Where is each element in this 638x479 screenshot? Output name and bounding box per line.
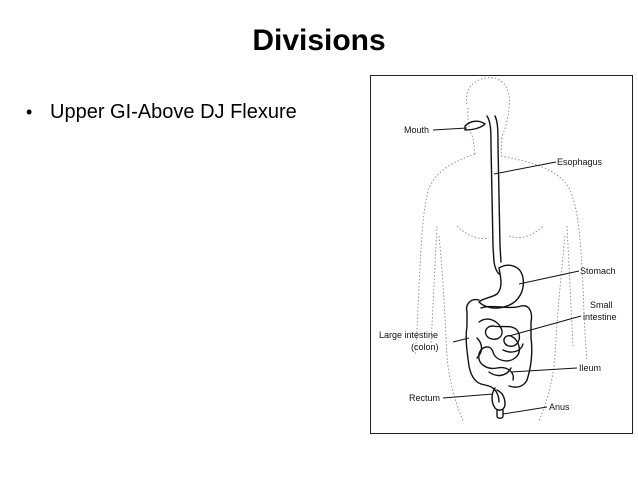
bullet-item: • Upper GI-Above DJ Flexure	[26, 98, 297, 126]
label-small-intestine-1: Small	[590, 300, 613, 310]
bullet-text: Upper GI-Above DJ Flexure	[50, 101, 297, 123]
right-inner-arm-outline	[566, 225, 574, 347]
rectum-organ	[491, 387, 506, 411]
mouth-leader	[432, 127, 468, 131]
label-mouth: Mouth	[404, 125, 429, 135]
bullet-dot-icon: •	[26, 102, 33, 122]
digestive-system-figure: Mouth Esophagus Stomach Small intestine …	[370, 75, 633, 434]
anus-organ	[496, 409, 504, 419]
organs	[464, 115, 533, 419]
label-anus: Anus	[549, 402, 570, 412]
anatomy-labels: Mouth Esophagus Stomach Small intestine …	[379, 125, 617, 412]
stomach-leader	[518, 270, 580, 285]
label-small-intestine-2: intestine	[583, 312, 617, 322]
stomach-organ	[478, 264, 525, 309]
small-intestine-organ	[478, 318, 521, 381]
slide-title: Divisions	[252, 24, 386, 57]
esophagus-organ-inner	[494, 115, 502, 263]
bullet-list: • Upper GI-Above DJ Flexure	[26, 98, 297, 126]
label-ileum: Ileum	[579, 363, 601, 373]
head-outline	[465, 77, 510, 139]
small-intestine-leader	[508, 315, 582, 337]
label-large-intestine-1: Large intestine	[379, 330, 438, 340]
large-intestine-leader	[452, 337, 470, 343]
mouth-organ	[464, 120, 486, 131]
label-esophagus: Esophagus	[557, 157, 603, 167]
chest-left-outline	[456, 225, 490, 239]
label-large-intestine-2: (colon)	[411, 342, 439, 352]
label-stomach: Stomach	[580, 266, 616, 276]
leader-lines	[432, 127, 582, 415]
left-torso-outline	[438, 235, 464, 422]
neck-right-outline	[500, 137, 503, 157]
esophagus-organ	[486, 115, 500, 275]
neck-left-outline	[467, 107, 476, 155]
right-shoulder-outline	[500, 155, 588, 362]
body-outline	[414, 77, 588, 422]
left-inner-arm-outline	[430, 225, 438, 345]
right-torso-outline	[538, 235, 566, 422]
rectum-leader	[442, 393, 494, 399]
label-rectum: Rectum	[409, 393, 440, 403]
anus-leader	[502, 406, 548, 415]
esophagus-leader	[493, 161, 557, 175]
left-shoulder-outline	[414, 153, 476, 357]
chest-right-outline	[508, 225, 544, 238]
ileum-leader	[510, 367, 578, 373]
digestive-system-illustration: Mouth Esophagus Stomach Small intestine …	[379, 77, 617, 422]
small-intestine-organ-2	[476, 337, 524, 377]
large-intestine-organ	[465, 298, 500, 403]
